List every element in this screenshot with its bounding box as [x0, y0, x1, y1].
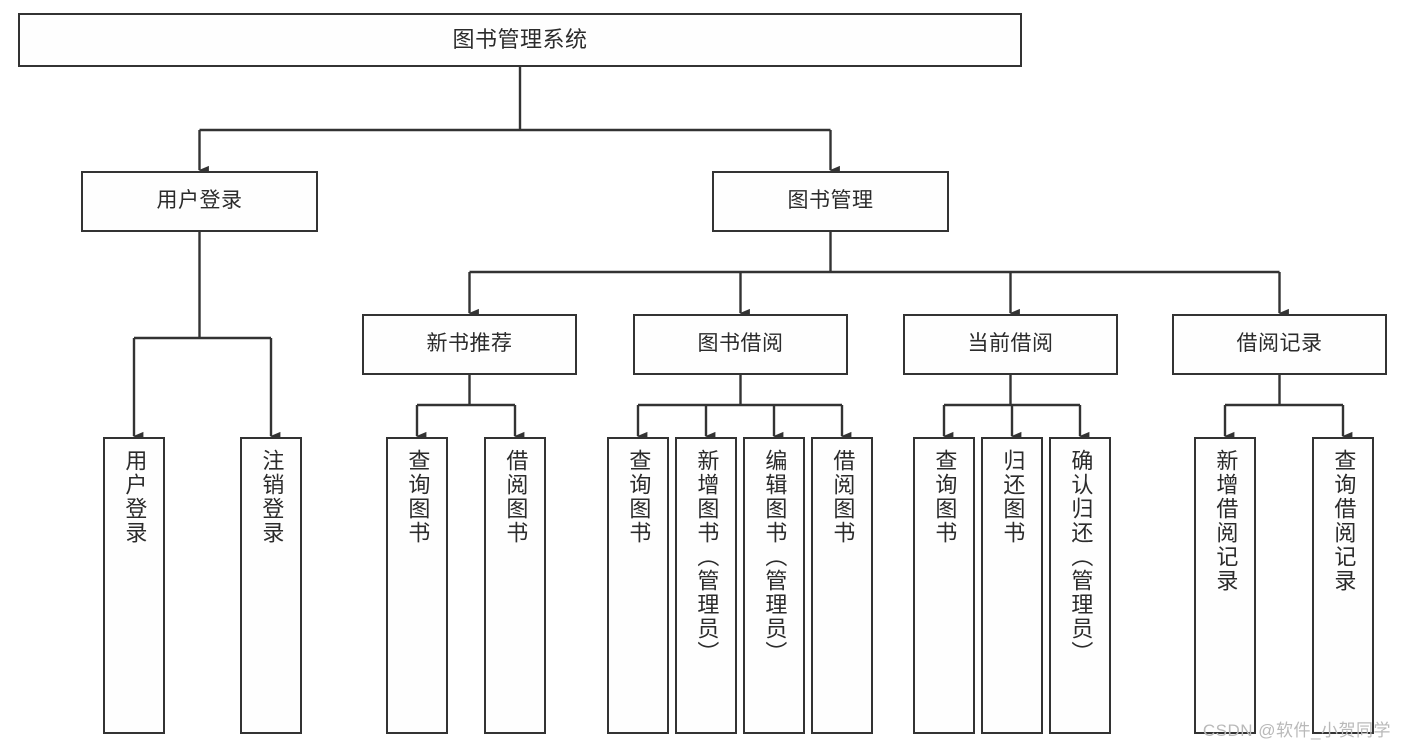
node-box-root[interactable]: 图书管理系统	[18, 13, 1022, 67]
node-box-bb-add[interactable]: 新增图书（管理员）	[675, 437, 737, 734]
node-box-rec-query[interactable]: 查询图书	[386, 437, 448, 734]
node-label-bb-borrow: 借阅图书	[830, 449, 856, 545]
node-box-new-book-rec[interactable]: 新书推荐	[362, 314, 577, 375]
node-box-br-add[interactable]: 新增借阅记录	[1194, 437, 1256, 734]
node-box-book-borrow[interactable]: 图书借阅	[633, 314, 848, 375]
node-label-bb-query: 查询图书	[626, 449, 652, 545]
node-box-user-login[interactable]: 用户登录	[81, 171, 318, 232]
node-label-bb-add: 新增图书（管理员）	[694, 449, 720, 665]
node-box-bb-borrow[interactable]: 借阅图书	[811, 437, 873, 734]
node-label-bb-edit: 编辑图书（管理员）	[762, 449, 788, 665]
connector-lines	[132, 67, 1353, 441]
node-box-cb-return[interactable]: 归还图书	[981, 437, 1043, 734]
node-label-cb-return: 归还图书	[1000, 449, 1026, 545]
node-label-cb-confirm: 确认归还（管理员）	[1068, 449, 1094, 665]
node-label-br-query: 查询借阅记录	[1331, 449, 1357, 593]
node-box-bb-edit[interactable]: 编辑图书（管理员）	[743, 437, 805, 734]
node-box-borrow-record[interactable]: 借阅记录	[1172, 314, 1387, 375]
node-label-login: 用户登录	[122, 449, 148, 545]
node-box-current-borrow[interactable]: 当前借阅	[903, 314, 1118, 375]
node-box-rec-borrow[interactable]: 借阅图书	[484, 437, 546, 734]
node-box-login[interactable]: 用户登录	[103, 437, 165, 734]
node-label-borrow-record: 借阅记录	[1236, 332, 1323, 356]
node-label-user-login: 用户登录	[156, 189, 243, 213]
node-label-book-borrow: 图书借阅	[697, 332, 784, 356]
watermark-label: CSDN @软件_小贺同学	[1202, 721, 1391, 740]
node-box-cb-query[interactable]: 查询图书	[913, 437, 975, 734]
node-box-book-manage[interactable]: 图书管理	[712, 171, 949, 232]
node-box-bb-query[interactable]: 查询图书	[607, 437, 669, 734]
node-label-logout: 注销登录	[259, 449, 285, 545]
node-label-root: 图书管理系统	[452, 27, 588, 53]
node-label-rec-query: 查询图书	[405, 449, 431, 545]
node-label-br-add: 新增借阅记录	[1213, 449, 1239, 593]
node-label-rec-borrow: 借阅图书	[503, 449, 529, 545]
node-label-book-manage: 图书管理	[787, 189, 874, 213]
node-label-new-book-rec: 新书推荐	[426, 332, 513, 356]
node-label-current-borrow: 当前借阅	[967, 332, 1054, 356]
node-box-cb-confirm[interactable]: 确认归还（管理员）	[1049, 437, 1111, 734]
node-box-br-query[interactable]: 查询借阅记录	[1312, 437, 1374, 734]
node-label-cb-query: 查询图书	[932, 449, 958, 545]
node-box-logout[interactable]: 注销登录	[240, 437, 302, 734]
